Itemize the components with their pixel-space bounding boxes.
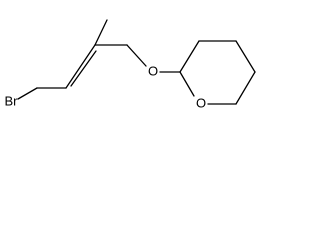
chemical-structure-figure: Br O O xyxy=(0,0,278,115)
bond-ring-c5-c6 xyxy=(179,40,200,73)
bond-br-c1 xyxy=(17,87,38,100)
bond-c2-c3-double-outer xyxy=(65,44,96,89)
bond-ring-c8-c9 xyxy=(235,71,256,105)
atom-label-o-ether: O xyxy=(148,63,158,78)
structure-svg: Br O O xyxy=(5,19,256,110)
bond-c3-methyl xyxy=(94,19,108,46)
atom-label-o-ring: O xyxy=(196,95,206,110)
atom-label-br: Br xyxy=(5,93,19,108)
bond-ring-o-ring-c5 xyxy=(179,71,195,97)
bond-c4-o-ether xyxy=(126,44,147,67)
bond-c2-c3-double-inner xyxy=(70,50,97,87)
bond-ring-c7-c8 xyxy=(235,40,256,73)
